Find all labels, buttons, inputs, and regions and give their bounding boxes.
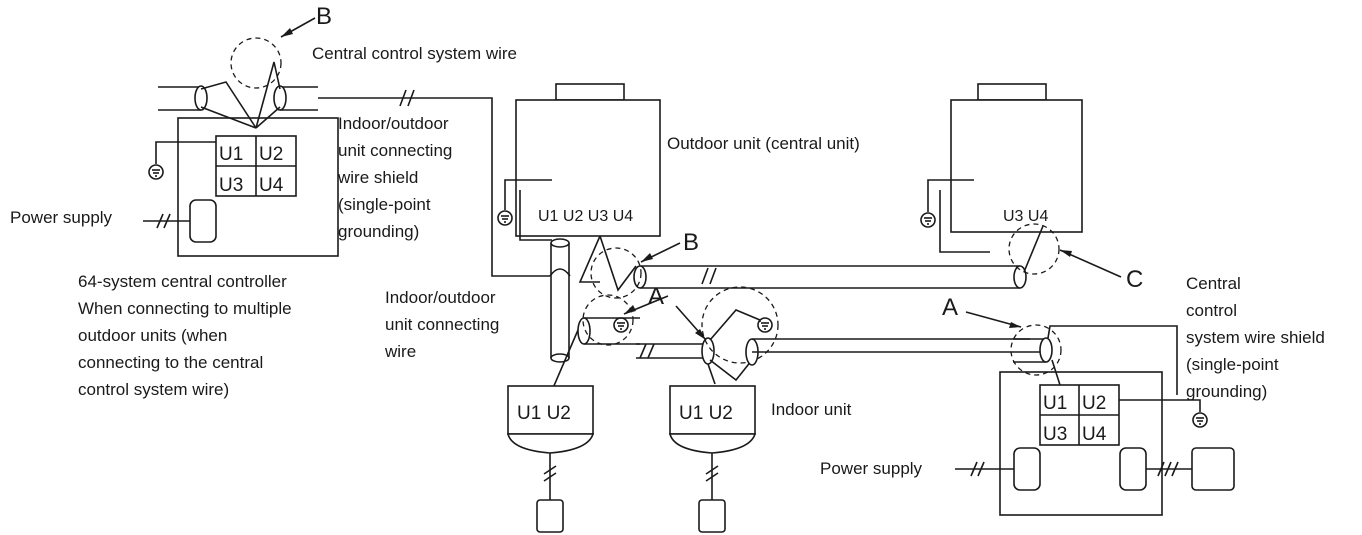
callout-c: C (1126, 266, 1143, 293)
ground-icon (497, 210, 513, 226)
io-shield-label-4: (single-point (338, 195, 431, 214)
right-terminal-u2: U2 (1082, 393, 1106, 414)
indoor-2-terminals: U1 U2 (679, 403, 733, 424)
right-terminal-u4: U4 (1082, 424, 1107, 445)
controller-terminal-u2: U2 (259, 144, 283, 165)
cc-shield-label-2: control (1186, 301, 1237, 320)
indoor-unit-2: U1 U2 (668, 385, 757, 533)
power-supply-right-label: Power supply (820, 459, 923, 478)
indoor-1-terminals: U1 U2 (517, 403, 571, 424)
right-terminal-u1: U1 (1043, 393, 1067, 414)
controller-shielded-cable (158, 37, 318, 129)
controller-caption-2: When connecting to multiple (78, 299, 292, 318)
ground-icon (757, 317, 773, 333)
io-shield-label-1: Indoor/outdoor (338, 114, 449, 133)
callout-a-left: A (648, 283, 664, 310)
central-control-wire-label: Central control system wire (312, 44, 517, 63)
right-terminal-u3: U3 (1043, 424, 1067, 445)
io-wire-label-2: unit connecting (385, 315, 499, 334)
io-shield-label-5: grounding) (338, 222, 419, 241)
cc-shield-label-3: system wire shield (1186, 328, 1325, 347)
ground-icon (920, 212, 936, 228)
central-controller-right: U1 U2 U3 U4 (999, 371, 1235, 516)
cc-shield-label-1: Central (1186, 274, 1241, 293)
outdoor-unit-second: U3 U4 (927, 83, 1083, 233)
outdoor-second-terminals: U3 U4 (1003, 208, 1048, 225)
callout-b-top: B (316, 3, 332, 30)
controller-caption-4: connecting to the central (78, 353, 263, 372)
outdoor-unit-central: U1 U2 U3 U4 (504, 83, 661, 237)
outdoor-central-terminals: U1 U2 U3 U4 (538, 208, 633, 225)
io-shield-label-3: wire shield (337, 168, 418, 187)
indoor-unit-1: U1 U2 (506, 385, 595, 533)
outdoor-central-label: Outdoor unit (central unit) (667, 134, 860, 153)
callout-a-right: A (942, 294, 958, 321)
io-shield-label-2: unit connecting (338, 141, 452, 160)
cc-shield-label-5: grounding) (1186, 382, 1267, 401)
controller-caption-3: outdoor units (when (78, 326, 227, 345)
controller-terminal-u1: U1 (219, 144, 243, 165)
ground-icon (148, 164, 164, 180)
ground-icon (613, 317, 629, 333)
controller-caption-5: control system wire) (78, 380, 229, 399)
callout-b-mid: B (683, 229, 699, 256)
io-wire-label-1: Indoor/outdoor (385, 288, 496, 307)
io-wire-label-3: wire (384, 342, 416, 361)
cc-shield-label-4: (single-point (1186, 355, 1279, 374)
indoor-unit-label: Indoor unit (771, 400, 852, 419)
controller-caption-1: 64-system central controller (78, 272, 287, 291)
central-controller-left: U1 U2 U3 U4 (155, 117, 339, 257)
controller-terminal-u3: U3 (219, 175, 243, 196)
power-supply-left-label: Power supply (10, 208, 113, 227)
controller-terminal-u4: U4 (259, 175, 284, 196)
ground-icon (1192, 412, 1208, 428)
